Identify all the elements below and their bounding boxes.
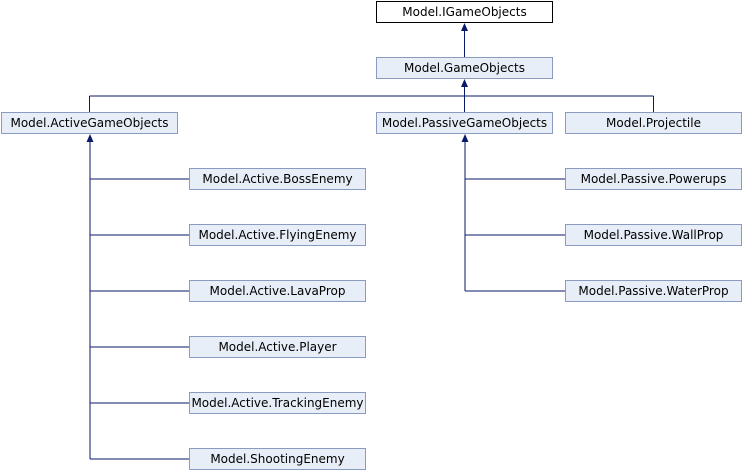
class-node-label: Model.Active.TrackingEnemy [191,396,363,410]
class-node-box [189,336,366,358]
class-node-box [376,57,553,79]
class-node-label: Model.Passive.WallProp [584,228,724,242]
arrowhead-icon [461,79,468,87]
class-node-passive-powerups[interactable]: Model.Passive.Powerups [565,168,742,190]
class-node-box [376,112,553,134]
class-node-box [189,392,366,414]
edge-spine-passivegameobjects [461,134,469,291]
class-node-box [189,224,366,246]
class-node-label: Model.Passive.WaterProp [578,284,728,298]
class-node-label: Model.Passive.Powerups [581,172,727,186]
class-node-box [189,168,366,190]
arrowhead-icon [86,134,94,142]
class-node-label: Model.Projectile [606,116,701,130]
class-node-label: Model.ShootingEnemy [210,452,344,466]
class-node-shootingenemy[interactable]: Model.ShootingEnemy [189,448,366,470]
class-node-label: Model.Active.FlyingEnemy [198,228,356,242]
edge-bus-gameobjects [89,79,654,97]
class-node-box [189,280,366,302]
class-node-active-flyingenemy[interactable]: Model.Active.FlyingEnemy [189,224,366,246]
class-node-active-trackingenemy[interactable]: Model.Active.TrackingEnemy [189,392,366,414]
arrowhead-icon [461,23,468,31]
edge-spine-activegameobjects [86,134,94,459]
class-node-label: Model.Active.BossEnemy [202,172,352,186]
class-node-label: Model.IGameObjects [402,5,526,19]
class-node-passive-wallprop[interactable]: Model.Passive.WallProp [565,224,742,246]
edge-gameobjects-to-igameobjects [461,23,468,57]
class-node-active-player[interactable]: Model.Active.Player [189,336,366,358]
class-node-label: Model.Active.Player [218,340,336,354]
class-node-gameobjects[interactable]: Model.GameObjects [376,57,553,79]
class-node-activegameobjects[interactable]: Model.ActiveGameObjects [1,112,178,134]
class-node-projectile[interactable]: Model.Projectile [565,112,742,134]
class-node-active-lavaprop[interactable]: Model.Active.LavaProp [189,280,366,302]
class-node-active-bossenemy[interactable]: Model.Active.BossEnemy [189,168,366,190]
edges-layer [86,23,654,460]
class-node-igameobjects[interactable]: Model.IGameObjects [376,1,553,23]
arrowhead-icon [461,134,469,142]
class-node-passivegameobjects[interactable]: Model.PassiveGameObjects [376,112,553,134]
class-node-label: Model.GameObjects [404,61,525,75]
class-node-box [1,112,178,134]
class-node-label: Model.PassiveGameObjects [382,116,547,130]
class-node-label: Model.ActiveGameObjects [10,116,168,130]
class-node-box [189,448,366,470]
class-node-label: Model.Active.LavaProp [210,284,346,298]
class-node-box [376,1,553,23]
class-node-passive-waterprop[interactable]: Model.Passive.WaterProp [565,280,742,302]
